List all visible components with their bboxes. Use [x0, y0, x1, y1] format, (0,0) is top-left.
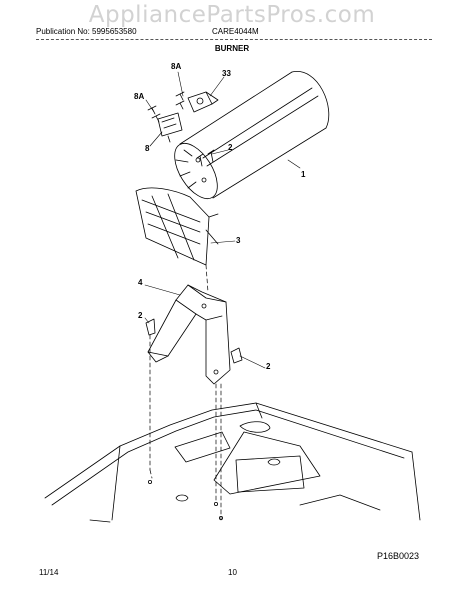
assembly-lines — [149, 264, 222, 521]
callout-2-left: 2 — [138, 311, 143, 320]
publication-number: Publication No: 5995653580 — [36, 27, 137, 36]
callout-8a-top: 8A — [171, 62, 182, 71]
burner-housing — [174, 71, 330, 200]
leader-lines — [144, 71, 301, 369]
callout-2-right: 2 — [266, 362, 271, 371]
callout-8: 8 — [145, 144, 150, 153]
screws-top — [196, 149, 215, 167]
watermark: AppliancePartsPros.com — [88, 2, 376, 28]
base-panel — [44, 402, 421, 523]
base-holes — [147, 479, 223, 521]
header-rule — [36, 39, 432, 40]
model-number: CARE4044M — [212, 27, 259, 36]
screw-right — [230, 347, 243, 364]
page-number: 10 — [228, 568, 237, 577]
screw-left — [145, 318, 156, 336]
flame-shield — [135, 187, 219, 266]
support-bracket — [147, 284, 231, 385]
section-title: BURNER — [214, 44, 250, 53]
callout-2-top: 2 — [228, 143, 233, 152]
callout-8a-left: 8A — [134, 92, 145, 101]
callout-4: 4 — [138, 278, 143, 287]
footer-date: 11/14 — [39, 568, 59, 577]
callout-1: 1 — [301, 170, 306, 179]
screw-8a — [147, 91, 185, 123]
igniter-bracket — [157, 112, 183, 143]
thermostat — [187, 91, 219, 113]
figure-code: P16B0023 — [377, 551, 420, 561]
callout-3: 3 — [236, 236, 241, 245]
callout-33: 33 — [222, 69, 231, 78]
